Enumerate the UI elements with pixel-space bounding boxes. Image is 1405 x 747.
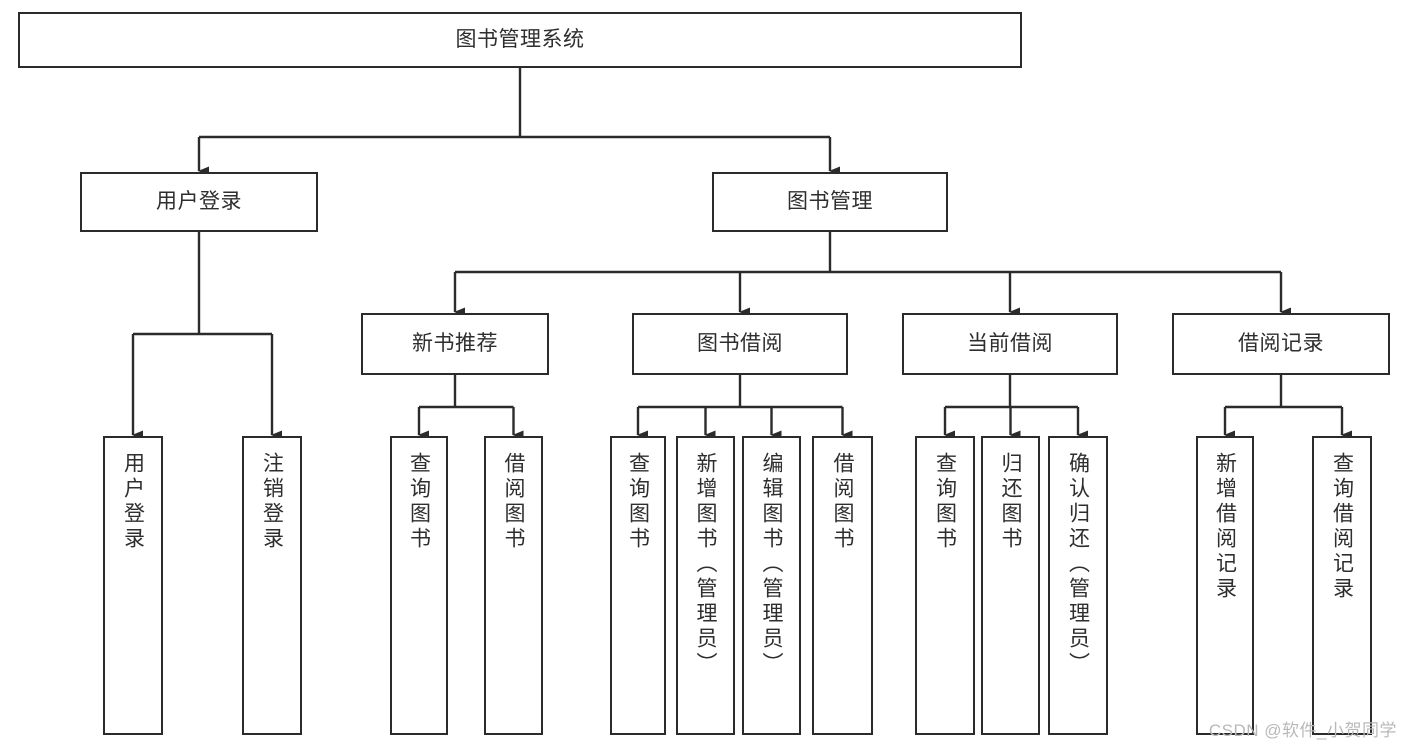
- leaf-confirm-return-label: 确认归还（管理员）: [1066, 452, 1090, 677]
- leaf-add-book-label: 新增图书（管理员）: [694, 452, 717, 677]
- node-borrow-record-label: 借阅记录: [1238, 331, 1324, 355]
- leaf-borrow-book-2[interactable]: 借阅图书: [812, 436, 873, 735]
- leaf-user-login-label: 用户登录: [121, 452, 145, 552]
- leaf-user-login[interactable]: 用户登录: [103, 436, 163, 735]
- node-user-login[interactable]: 用户登录: [80, 172, 318, 232]
- leaf-query-record-label: 查询借阅记录: [1330, 452, 1354, 602]
- leaf-add-record-label: 新增借阅记录: [1213, 452, 1237, 602]
- leaf-edit-book[interactable]: 编辑图书（管理员）: [742, 436, 801, 735]
- node-current-borrow-label: 当前借阅: [967, 331, 1053, 355]
- watermark: CSDN @软件_小贺同学: [1208, 721, 1397, 740]
- leaf-return-book-label: 归还图书: [999, 452, 1022, 552]
- leaf-logout[interactable]: 注销登录: [242, 436, 302, 735]
- node-root[interactable]: 图书管理系统: [18, 12, 1022, 68]
- leaf-return-book[interactable]: 归还图书: [981, 436, 1040, 735]
- leaf-borrow-book-1-label: 借阅图书: [502, 452, 525, 552]
- node-book-borrow[interactable]: 图书借阅: [632, 313, 848, 375]
- leaf-query-book-1[interactable]: 查询图书: [390, 436, 448, 735]
- node-new-book-recommend[interactable]: 新书推荐: [361, 313, 549, 375]
- leaf-logout-label: 注销登录: [260, 452, 284, 552]
- node-book-management[interactable]: 图书管理: [712, 172, 948, 232]
- node-new-book-recommend-label: 新书推荐: [412, 331, 498, 355]
- leaf-query-book-3-label: 查询图书: [933, 452, 957, 552]
- leaf-borrow-book-2-label: 借阅图书: [831, 452, 854, 552]
- leaf-edit-book-label: 编辑图书（管理员）: [760, 452, 783, 677]
- node-current-borrow[interactable]: 当前借阅: [902, 313, 1118, 375]
- node-user-login-label: 用户登录: [156, 189, 242, 213]
- leaf-query-book-3[interactable]: 查询图书: [915, 436, 975, 735]
- leaf-query-book-2[interactable]: 查询图书: [610, 436, 666, 735]
- node-book-management-label: 图书管理: [787, 189, 873, 213]
- node-borrow-record[interactable]: 借阅记录: [1172, 313, 1390, 375]
- leaf-confirm-return[interactable]: 确认归还（管理员）: [1048, 436, 1108, 735]
- node-book-borrow-label: 图书借阅: [697, 331, 783, 355]
- leaf-query-record[interactable]: 查询借阅记录: [1312, 436, 1372, 735]
- leaf-borrow-book-1[interactable]: 借阅图书: [484, 436, 543, 735]
- leaf-query-book-2-label: 查询图书: [626, 452, 650, 552]
- node-root-label: 图书管理系统: [455, 27, 585, 51]
- leaf-query-book-1-label: 查询图书: [407, 452, 431, 552]
- leaf-add-record[interactable]: 新增借阅记录: [1196, 436, 1254, 735]
- leaf-add-book[interactable]: 新增图书（管理员）: [676, 436, 735, 735]
